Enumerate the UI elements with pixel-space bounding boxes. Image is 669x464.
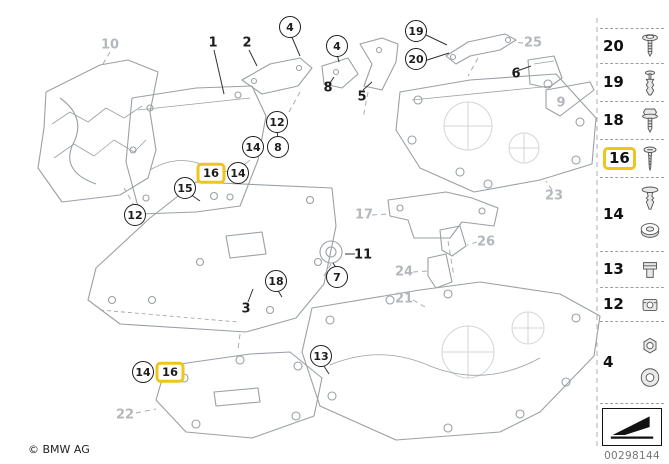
- callout-8[interactable]: 8: [323, 80, 333, 96]
- legend-number: 14: [603, 205, 624, 223]
- legend-icon-group: [638, 107, 662, 135]
- expansion-clip-icon: [638, 69, 662, 97]
- callout-24[interactable]: 24: [394, 264, 414, 280]
- callout-23[interactable]: 23: [544, 188, 564, 204]
- legend-item-18[interactable]: 18: [600, 102, 664, 140]
- legend-number: 20: [603, 36, 624, 55]
- legend-number: 16: [603, 147, 636, 170]
- legend-icon-group: [638, 333, 662, 392]
- legend-item-12[interactable]: 12: [600, 288, 664, 322]
- cap-nut-icon: [638, 333, 662, 361]
- callout-12[interactable]: 12: [266, 111, 288, 133]
- callout-17[interactable]: 17: [354, 207, 374, 223]
- legend-item-13[interactable]: 13: [600, 252, 664, 288]
- callout-22[interactable]: 22: [115, 407, 135, 423]
- legend-item-20[interactable]: 20: [600, 28, 664, 64]
- callout-2[interactable]: 2: [242, 35, 252, 51]
- callout-21[interactable]: 21: [394, 291, 414, 307]
- legend-number: 19: [603, 73, 624, 91]
- callout-1[interactable]: 1: [208, 35, 218, 51]
- copyright-text: © BMW AG: [28, 443, 90, 456]
- callout-7[interactable]: 7: [326, 266, 348, 288]
- fastener-legend: 20 19 18 16 14 13 12 4: [600, 28, 664, 404]
- callout-18[interactable]: 18: [265, 270, 287, 292]
- legend-icon-group: [638, 32, 662, 60]
- callout-19[interactable]: 19: [405, 20, 427, 42]
- callout-14[interactable]: 14: [227, 162, 249, 184]
- legend-icon-group: [638, 256, 662, 284]
- legend-icon-group: [638, 145, 662, 173]
- callout-16[interactable]: 16: [155, 361, 185, 383]
- callout-16[interactable]: 16: [196, 162, 226, 184]
- metal-clip-icon: [638, 256, 662, 284]
- legend-number: 4: [603, 353, 614, 371]
- callout-14[interactable]: 14: [132, 361, 154, 383]
- legend-icon-group: [638, 291, 662, 319]
- callout-14[interactable]: 14: [242, 136, 264, 158]
- legend-number: 12: [603, 295, 624, 313]
- direction-arrow-box: [602, 408, 662, 446]
- callout-10[interactable]: 10: [100, 37, 120, 53]
- callout-4[interactable]: 4: [326, 35, 348, 57]
- plug-icon: [638, 364, 662, 392]
- legend-icon-group: [638, 69, 662, 97]
- callout-25[interactable]: 25: [523, 35, 543, 51]
- speed-nut-icon: [638, 291, 662, 319]
- flange-screw-icon: [638, 32, 662, 60]
- callout-9[interactable]: 9: [556, 95, 566, 111]
- legend-number: 18: [603, 111, 624, 129]
- grommet-icon: [638, 216, 662, 244]
- callout-13[interactable]: 13: [310, 345, 332, 367]
- expanding-rivet-icon: [638, 185, 662, 213]
- bolt-icon: [638, 107, 662, 135]
- callout-15[interactable]: 15: [174, 177, 196, 199]
- callout-11[interactable]: 11: [353, 247, 373, 263]
- callout-26[interactable]: 26: [476, 234, 496, 250]
- callout-5[interactable]: 5: [357, 89, 367, 105]
- legend-item-16[interactable]: 16: [600, 140, 664, 178]
- callout-20[interactable]: 20: [405, 48, 427, 70]
- callout-3[interactable]: 3: [241, 301, 251, 317]
- callout-4[interactable]: 4: [279, 16, 301, 38]
- callout-8[interactable]: 8: [267, 136, 289, 158]
- legend-item-4[interactable]: 4: [600, 322, 664, 404]
- legend-item-19[interactable]: 19: [600, 64, 664, 102]
- callout-12[interactable]: 12: [124, 204, 146, 226]
- callout-6[interactable]: 6: [511, 66, 521, 82]
- document-number: 00298144: [604, 450, 660, 462]
- legend-item-14[interactable]: 14: [600, 178, 664, 252]
- legend-number: 13: [603, 260, 624, 278]
- screw-icon: [638, 145, 662, 173]
- legend-icon-group: [638, 185, 662, 244]
- direction-arrow-icon: [610, 416, 654, 439]
